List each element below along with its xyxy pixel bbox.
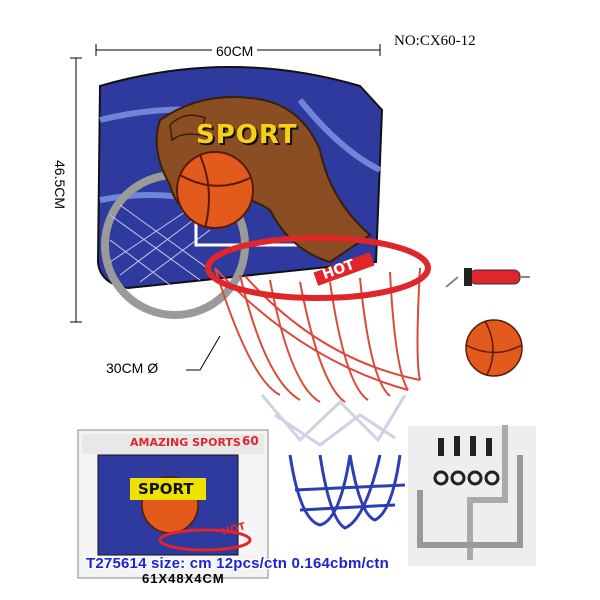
package-title: AMAZING SPORTS — [130, 436, 241, 449]
package-number: 60 — [242, 434, 259, 448]
rim-diameter-label: 30CM Ø — [106, 360, 159, 376]
backboard-brand-text: SPORT — [196, 120, 298, 150]
width-label: 60CM — [212, 43, 258, 59]
package-box — [77, 429, 269, 579]
product-spec-footer: T275614 size: cm 12pcs/ctn 0.164cbm/ctn — [86, 555, 389, 572]
height-label: 46.5CM — [52, 160, 68, 210]
hoop-net — [205, 235, 431, 530]
backboard — [96, 66, 384, 319]
model-number: NO:CX60-12 — [394, 33, 476, 49]
hardware-kit — [408, 425, 536, 566]
rim-dimension-leader — [186, 335, 221, 371]
height-dimension-line — [70, 57, 82, 323]
small-ball — [465, 319, 523, 377]
air-pump — [445, 268, 530, 288]
box-dimensions: 61X48X4CM — [142, 571, 225, 586]
package-brand-text: SPORT — [138, 480, 194, 498]
